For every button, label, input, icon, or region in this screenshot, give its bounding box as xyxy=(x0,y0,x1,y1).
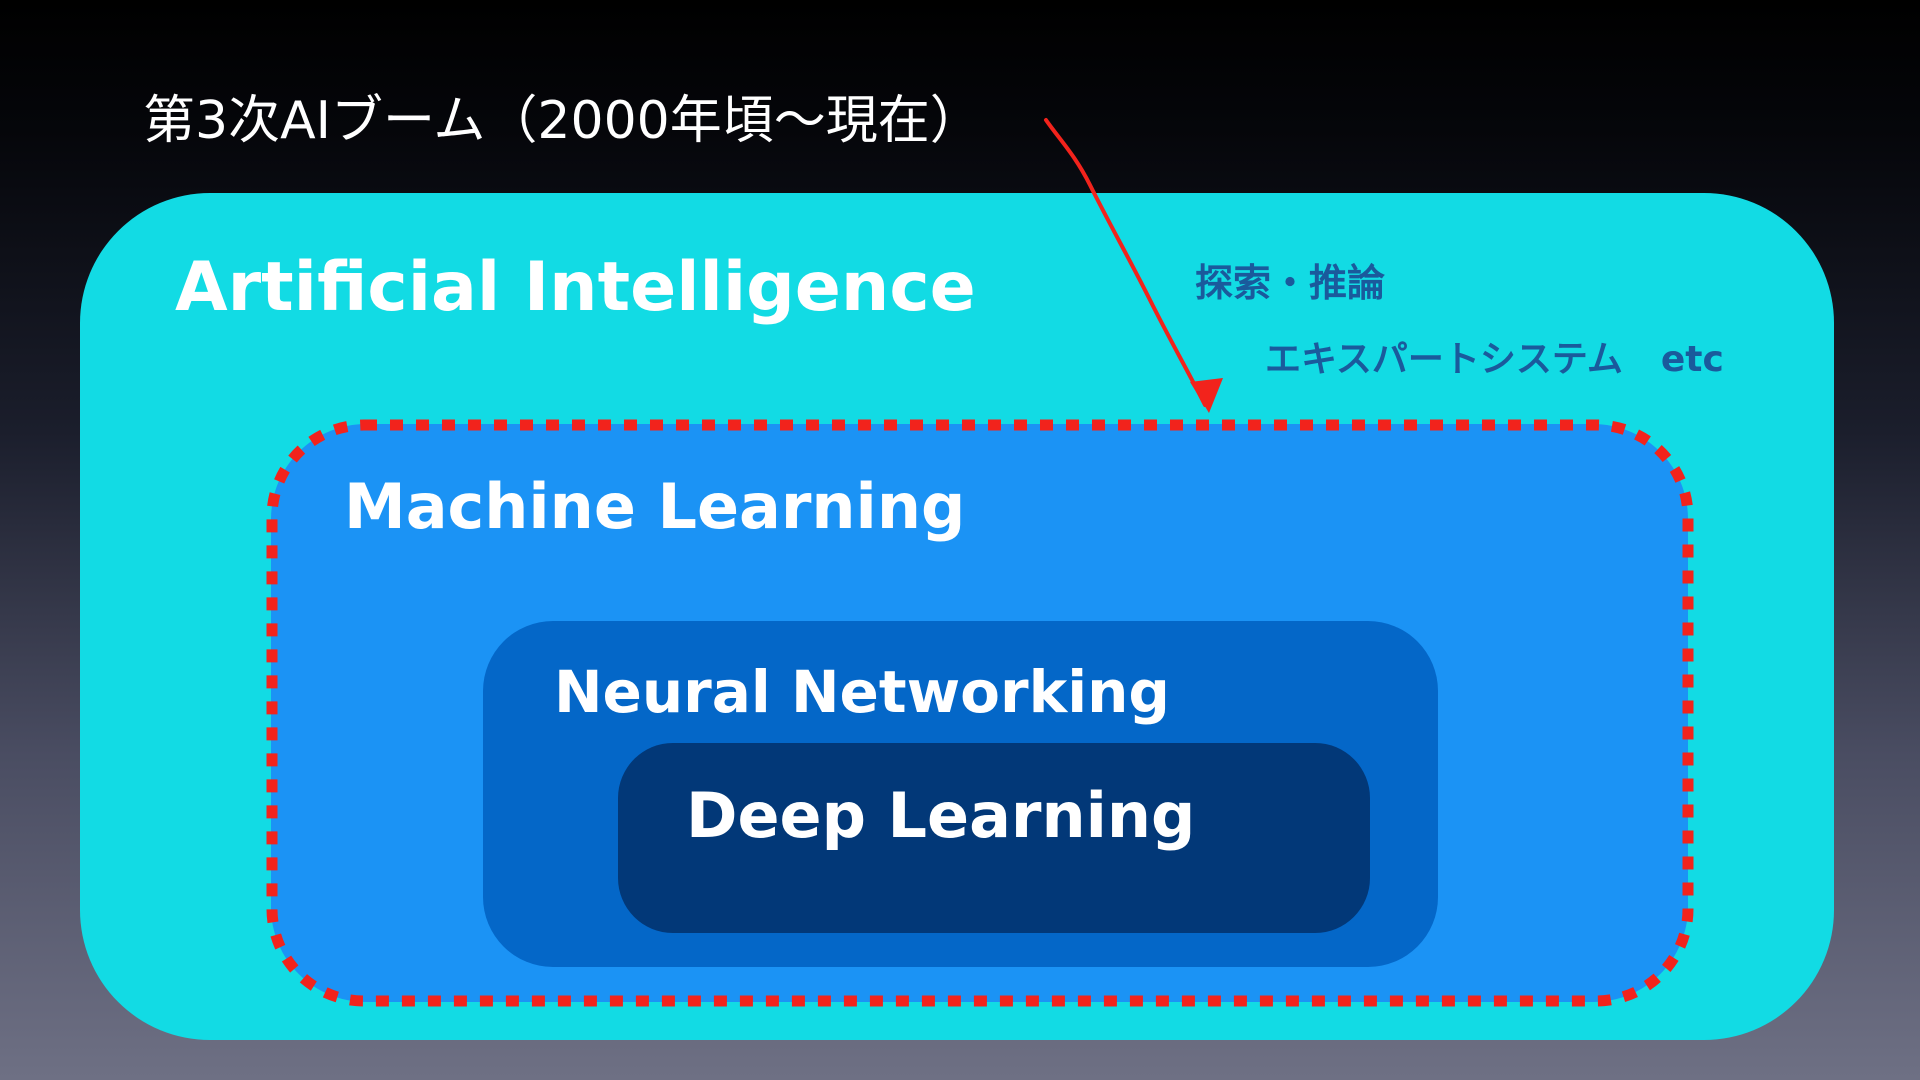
ml-label: Machine Learning xyxy=(344,470,966,543)
ai-note-search-inference: 探索・推論 xyxy=(1195,261,1386,305)
expert-systems-text: エキスパートシステム xyxy=(1265,339,1623,380)
etc-text: etc xyxy=(1660,339,1724,380)
nn-label: Neural Networking xyxy=(554,658,1170,726)
dl-label: Deep Learning xyxy=(686,779,1196,852)
page-title: 第3次AIブーム（2000年頃〜現在） xyxy=(143,91,982,151)
ai-note-expert-systems: エキスパートシステム etc xyxy=(1265,330,1724,382)
ai-label: Artificial Intelligence xyxy=(175,248,976,327)
